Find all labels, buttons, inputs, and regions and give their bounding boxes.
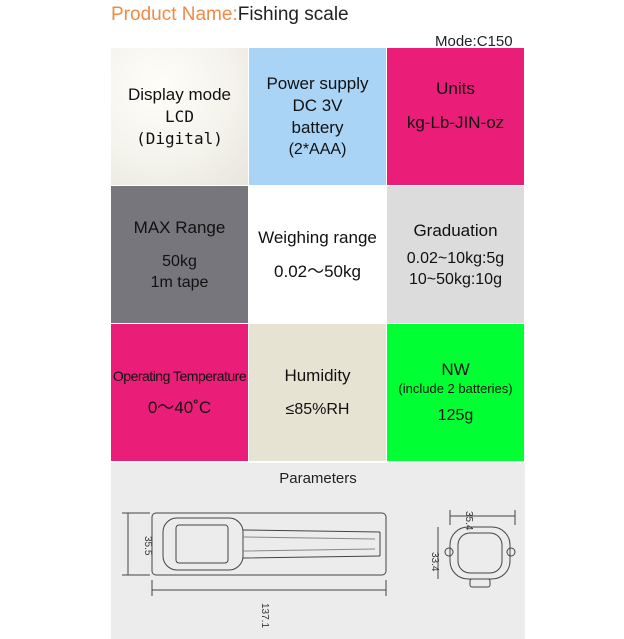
weighing-range-value: 0.02～50kg bbox=[274, 261, 361, 281]
cell-operating-temperature: Operating Temperature 0～40˚C bbox=[111, 324, 248, 461]
max-range-weight: 50kg bbox=[162, 252, 197, 270]
product-name: Product Name:Fishing scale bbox=[111, 4, 349, 26]
dim-width-label: 35.4 bbox=[463, 511, 474, 531]
power-supply-voltage: DC 3V bbox=[292, 96, 343, 115]
nw-note: (include 2 batteries) bbox=[398, 381, 513, 396]
cell-graduation: Graduation 0.02~10kg:5g 10~50kg:10g bbox=[387, 186, 524, 323]
display-mode-label: Display mode bbox=[128, 84, 231, 104]
power-supply-count: (2*AAA) bbox=[288, 141, 347, 158]
product-name-value: Fishing scale bbox=[237, 4, 349, 25]
humidity-value: ≤85%RH bbox=[285, 401, 350, 418]
operating-temperature-label: Operating Temperature bbox=[112, 367, 247, 384]
model-label: Mode:C150 bbox=[435, 33, 513, 50]
nw-value: 125g bbox=[437, 407, 474, 424]
parameters-title: Parameters bbox=[279, 470, 357, 487]
product-name-label: Product Name: bbox=[111, 4, 238, 25]
display-mode-value: LCD bbox=[165, 106, 194, 126]
operating-temperature-value: 0～40˚C bbox=[147, 397, 212, 417]
graduation-high: 10~50kg:10g bbox=[409, 270, 502, 288]
nw-label: NW bbox=[441, 360, 470, 379]
cell-weighing-range: Weighing range 0.02～50kg bbox=[249, 186, 386, 323]
cell-max-range: MAX Range 50kg 1m tape bbox=[111, 186, 248, 323]
cell-display-mode: Display mode LCD (Digital) bbox=[111, 48, 248, 185]
cell-humidity: Humidity ≤85%RH bbox=[249, 324, 386, 461]
units-label: Units bbox=[436, 79, 475, 98]
graduation-low: 0.02~10kg:5g bbox=[406, 249, 505, 267]
parameters-panel bbox=[111, 463, 525, 639]
dim-height-label: 35.5 bbox=[142, 536, 153, 556]
cell-nw: NW (include 2 batteries) 125g bbox=[387, 324, 524, 461]
graduation-label: Graduation bbox=[413, 220, 498, 240]
power-supply-label: Power supply bbox=[266, 74, 369, 93]
humidity-label: Humidity bbox=[284, 366, 351, 385]
power-supply-type: battery bbox=[291, 118, 344, 137]
dim-depth-label: 33.4 bbox=[429, 552, 440, 572]
weighing-range-label: Weighing range bbox=[258, 227, 377, 247]
lcd-window-icon bbox=[175, 524, 229, 564]
cell-units: Units kg-Lb-JIN-oz bbox=[387, 48, 524, 185]
cell-power-supply: Power supply DC 3V battery (2*AAA) bbox=[249, 48, 386, 185]
max-range-tape: 1m tape bbox=[150, 273, 209, 291]
end-view-outline bbox=[449, 526, 511, 580]
display-mode-note: (Digital) bbox=[136, 128, 223, 148]
dim-length-label: 137.1 bbox=[259, 603, 270, 628]
units-value: kg-Lb-JIN-oz bbox=[406, 113, 505, 132]
scale-body-outline bbox=[162, 517, 244, 571]
max-range-label: MAX Range bbox=[133, 217, 226, 237]
